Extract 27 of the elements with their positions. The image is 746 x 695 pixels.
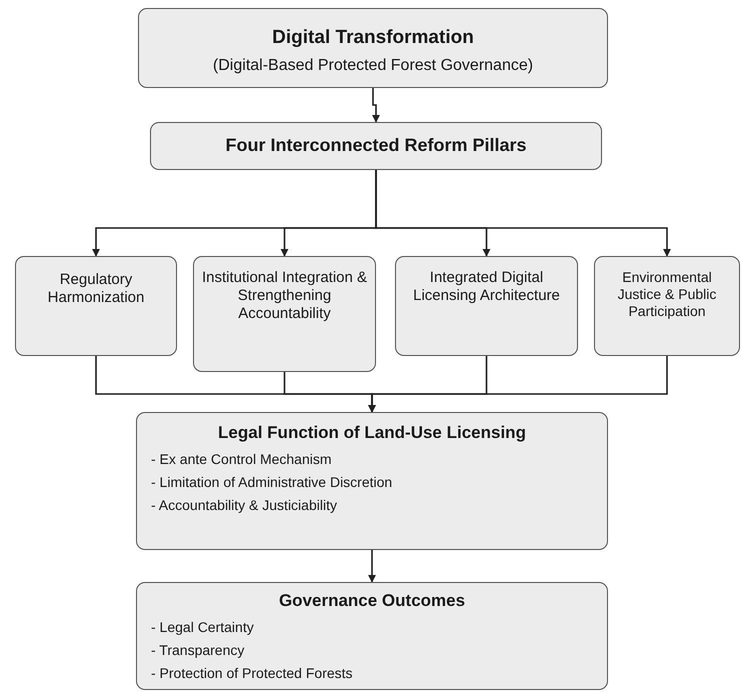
pillar-box: [15, 256, 177, 356]
list-item: - Ex ante Control Mechanism: [151, 451, 332, 468]
box-heading: Legal Function of Land-Use Licensing: [218, 423, 526, 444]
connector-arrow: [368, 356, 668, 413]
box-subtitle: (Digital-Based Protected Forest Governance): [212, 56, 534, 75]
process-box: [136, 412, 608, 550]
process-box: [138, 8, 608, 88]
process-box: [136, 582, 608, 690]
list-item: - Legal Certainty: [151, 619, 254, 636]
box-heading: Four Interconnected Reform Pillars: [225, 135, 527, 157]
box-label: Institutional Integration & Strengthening Accountability: [200, 269, 368, 323]
process-box: [150, 122, 602, 170]
pillar-box: [193, 256, 376, 372]
list-item: - Accountability & Justiciability: [151, 496, 337, 514]
connector-arrow: [375, 170, 671, 257]
list-item: - Limitation of Administrative Discretion: [151, 474, 392, 491]
box-label: Regulatory Harmonization: [46, 271, 146, 307]
pillar-box: [594, 256, 740, 356]
connector-arrow: [368, 550, 376, 583]
box-heading: Governance Outcomes: [278, 591, 466, 612]
connector-arrow: [372, 88, 380, 123]
list-item: - Protection of Protected Forests: [151, 664, 353, 682]
box-label: Environmental Justice & Public Participation: [616, 269, 718, 320]
box-label: Integrated Digital Licensing Architecture: [412, 269, 561, 305]
box-heading: Digital Transformation: [272, 27, 474, 50]
list-item: - Transparency: [151, 642, 244, 659]
pillar-box: [395, 256, 578, 356]
